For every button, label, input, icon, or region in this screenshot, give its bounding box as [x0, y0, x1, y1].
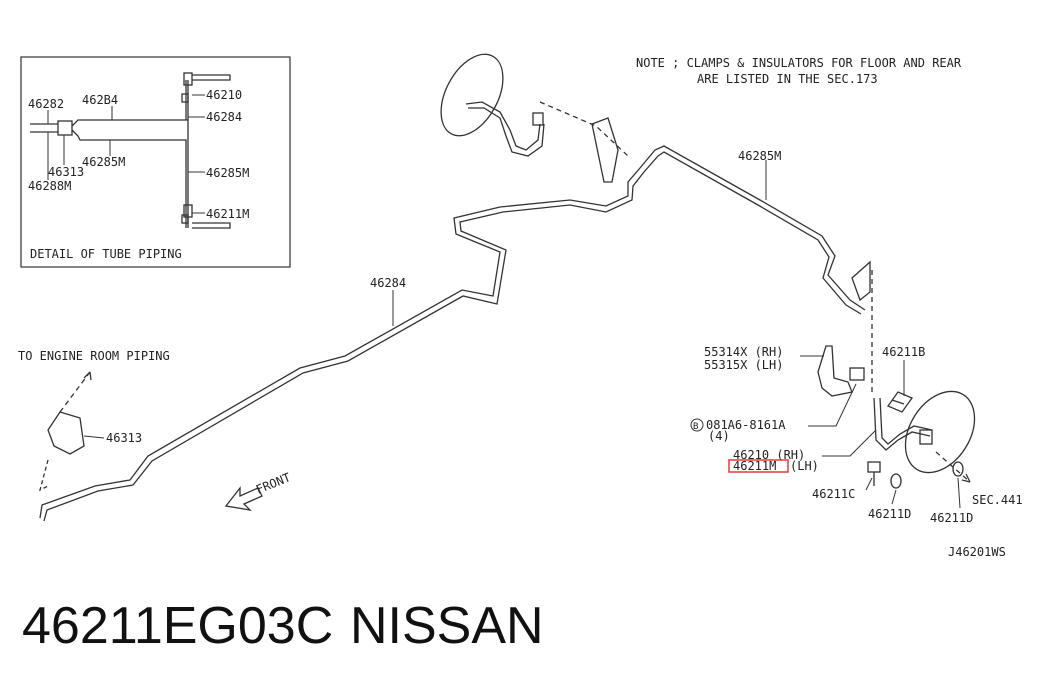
engine-room-guide [59, 371, 91, 413]
tube-bracket-right [851, 260, 871, 302]
label-46211c: 46211C [812, 487, 855, 501]
clip-46211b [887, 391, 913, 413]
front-brake-assembly [440, 53, 629, 157]
label-bolt-qty: (4) [708, 429, 730, 443]
label-bolt: 081A6-8161A [706, 418, 786, 432]
label-46211d-b: 46211D [930, 511, 973, 525]
detail-hose-top [192, 74, 231, 81]
bracket-bolt-head [849, 367, 865, 381]
front-brake-hose-b [468, 107, 545, 157]
rear-hose-fitting [919, 429, 933, 445]
sec441-arrow [961, 473, 971, 483]
front-hose-fitting [532, 112, 544, 126]
detail-clip-top [181, 93, 189, 103]
junction-46313 [39, 371, 92, 492]
leader-46313 [83, 435, 105, 439]
detail-frame [20, 56, 291, 268]
junction-block [47, 411, 85, 455]
tube-bracket-center [591, 117, 619, 183]
detail-inset: 46282 462B4 46285M 46313 46288M 46210 46… [20, 56, 291, 268]
front-label: FRONT [254, 470, 293, 497]
rear-brake-hose-b [879, 397, 933, 445]
detail-junction-46313 [57, 120, 73, 136]
label-46211b: 46211B [882, 345, 925, 359]
main-leaders [83, 160, 961, 509]
washer-46211d-b [952, 461, 964, 477]
detail-label-46284: 462B4 [82, 93, 118, 107]
front-brake-disc [440, 53, 504, 137]
detail-clip-bottom [181, 214, 189, 224]
label-lh: (LH) [790, 459, 819, 473]
label-46285m: 46285M [738, 149, 781, 163]
label-46211d-a: 46211D [868, 507, 911, 521]
brake-tube-line-b [43, 151, 862, 522]
label-55315x: 55315X (LH) [704, 358, 783, 372]
label-46284: 46284 [370, 276, 406, 290]
bracket-55314x [817, 345, 853, 397]
detail-title: DETAIL OF TUBE PIPING [30, 247, 182, 261]
front-arrow-icon [224, 486, 263, 511]
highlight-46211m [728, 459, 789, 473]
rear-brake-hose-a [873, 397, 931, 451]
detail-label-46288m: 46288M [28, 179, 71, 193]
label-46211m: 46211M [733, 459, 776, 473]
detail-label-46313: 46313 [48, 165, 84, 179]
drawing-id: J46201WS [948, 545, 1006, 559]
detail-label-46285m-right: 46285M [206, 166, 249, 180]
note-line-1: NOTE ; CLAMPS & INSULATORS FOR FLOOR AND… [636, 56, 962, 70]
detail-label-46210: 46210 [206, 88, 242, 102]
leader-46210 [822, 429, 877, 457]
leader-46211d-b [957, 477, 961, 509]
detail-fitting-top [183, 72, 193, 86]
detail-label-46284-right: 46284 [206, 110, 242, 124]
label-46210-rh: 46210 (RH) [733, 448, 805, 462]
detail-hose-bottom [192, 222, 231, 229]
bolt-46211c [867, 461, 881, 473]
detail-label-46211m: 46211M [206, 207, 249, 221]
bolt-circle-icon [690, 418, 704, 432]
label-55314x: 55314X (RH) [704, 345, 783, 359]
front-assembly-guide [539, 101, 629, 157]
detail-label-46285m: 46285M [82, 155, 125, 169]
detail-label-46282: 46282 [28, 97, 64, 111]
leader-46211d-a [891, 489, 897, 505]
label-engine-room: TO ENGINE ROOM PIPING [18, 349, 170, 363]
brand-caption: NISSAN [350, 597, 544, 655]
label-46313: 46313 [106, 431, 142, 445]
sec441-guide [935, 451, 971, 483]
label-sec441: SEC.441 [972, 493, 1023, 507]
engine-room-arrow [83, 371, 92, 381]
junction-guide-low [39, 459, 49, 492]
rear-brake-assembly [817, 270, 976, 489]
detail-tube-inlet [30, 123, 58, 133]
bolt-circle-letter: B [693, 422, 698, 432]
part-number-caption: 46211EG03C [22, 597, 334, 655]
detail-tube-main [71, 119, 189, 228]
brake-tube-assembly [39, 117, 871, 522]
leader-bolt [808, 383, 857, 427]
leader-46211c [865, 477, 873, 491]
front-brake-hose [465, 101, 541, 151]
front-arrow: FRONT [224, 470, 293, 511]
brake-tube-line-a [39, 145, 866, 519]
washer-46211d-a [890, 473, 902, 489]
note-line-2: ARE LISTED IN THE SEC.173 [697, 72, 878, 86]
rear-brake-disc [904, 390, 976, 474]
diagram-canvas: NOTE ; CLAMPS & INSULATORS FOR FLOOR AND… [18, 53, 1023, 559]
